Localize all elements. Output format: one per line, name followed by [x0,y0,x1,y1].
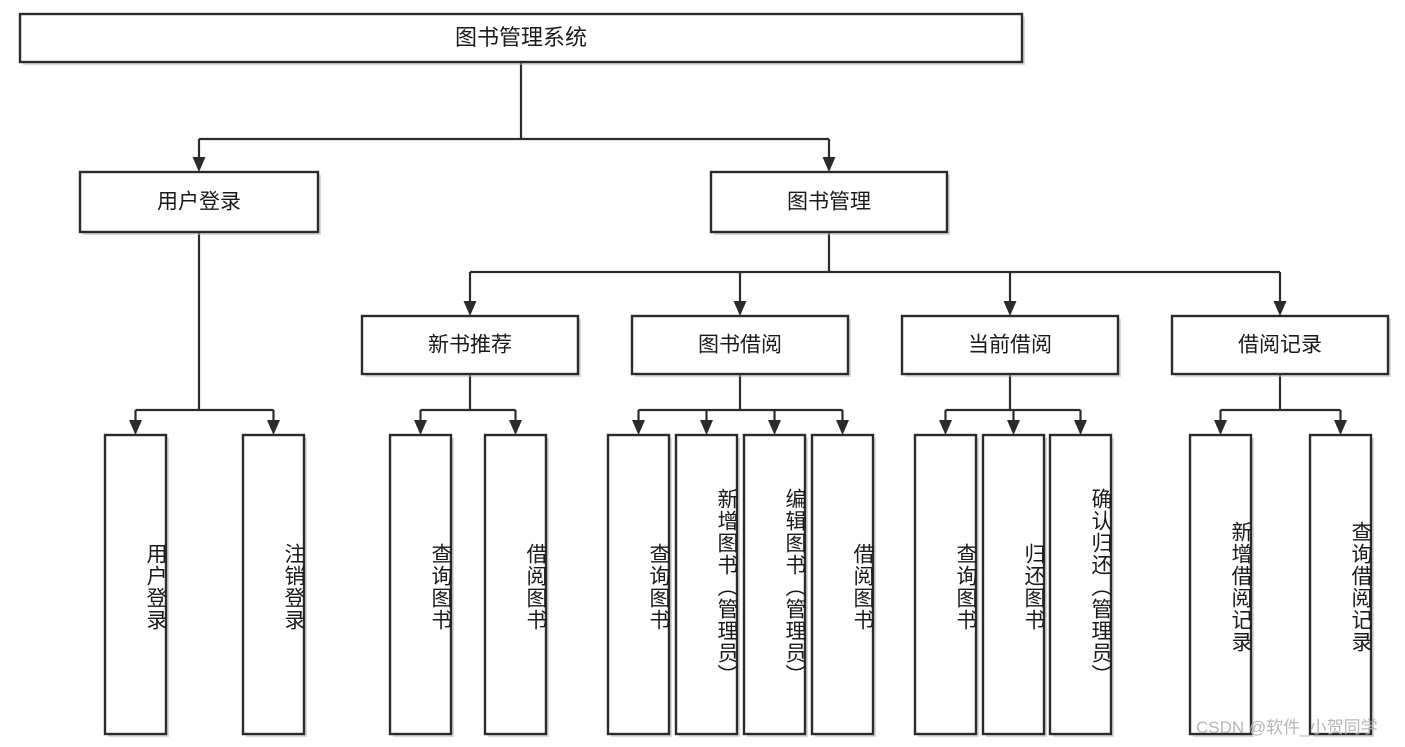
leaf-branch-2-2-arrowhead [768,420,781,435]
node-leaf-8[interactable] [913,433,978,736]
node-level2-2[interactable] [900,314,1120,376]
node-leaf-11[interactable] [1188,433,1253,736]
level2-label-0: 新书推荐 [428,334,512,357]
leaf-branch-4-0-arrowhead [1214,420,1227,435]
node-level2-3[interactable] [1170,314,1390,376]
node-leaf-10[interactable] [1048,433,1113,736]
leaf-branch-3-1-arrowhead [1007,420,1020,435]
connector-lines [129,62,1347,435]
node-boxes [18,12,1391,737]
leaf-branch-4-1-arrowhead [1334,420,1347,435]
leaf-branch-3-2-arrowhead [1074,420,1087,435]
node-leaf-5[interactable] [674,433,739,736]
node-level2-0[interactable] [360,314,580,376]
level2-label-2: 当前借阅 [968,334,1052,357]
leaf-branch-0-1-arrowhead [267,420,280,435]
watermark-text: CSDN @软件_小贺同学 [1196,718,1378,737]
node-leaf-2[interactable] [388,433,453,736]
level2-branch-3-arrowhead [1273,301,1287,316]
leaf-branch-3-0-arrowhead [939,420,952,435]
level1-label-0: 用户登录 [157,191,241,214]
level2-branch-2-arrowhead [1003,301,1017,316]
node-level1-1[interactable] [709,170,949,234]
node-leaf-1[interactable] [241,433,306,736]
node-level1-0[interactable] [78,170,320,234]
level1-branch-1-arrowhead [822,157,836,172]
leaf-branch-1-0-arrowhead [414,420,427,435]
leaf-branch-0-0-arrowhead [129,420,142,435]
level2-label-3: 借阅记录 [1238,334,1322,357]
level1-label-1: 图书管理 [787,191,871,214]
level2-branch-1-arrowhead [733,301,747,316]
node-leaf-7[interactable] [810,433,875,736]
level2-branch-0-arrowhead [463,301,477,316]
node-level2-1[interactable] [630,314,850,376]
leaf-branch-2-0-arrowhead [632,420,645,435]
leaf-branch-1-1-arrowhead [509,420,522,435]
node-leaf-3[interactable] [483,433,548,736]
node-leaf-6[interactable] [742,433,807,736]
node-root[interactable] [18,12,1024,64]
leaf-branch-2-1-arrowhead [700,420,713,435]
node-leaf-12[interactable] [1308,433,1373,736]
level2-label-1: 图书借阅 [698,334,782,357]
level1-branch-0-arrowhead [192,157,206,172]
node-leaf-4[interactable] [606,433,671,736]
node-leaf-0[interactable] [103,433,168,736]
node-leaf-9[interactable] [981,433,1046,736]
leaf-branch-2-3-arrowhead [836,420,849,435]
root-label: 图书管理系统 [455,25,587,50]
